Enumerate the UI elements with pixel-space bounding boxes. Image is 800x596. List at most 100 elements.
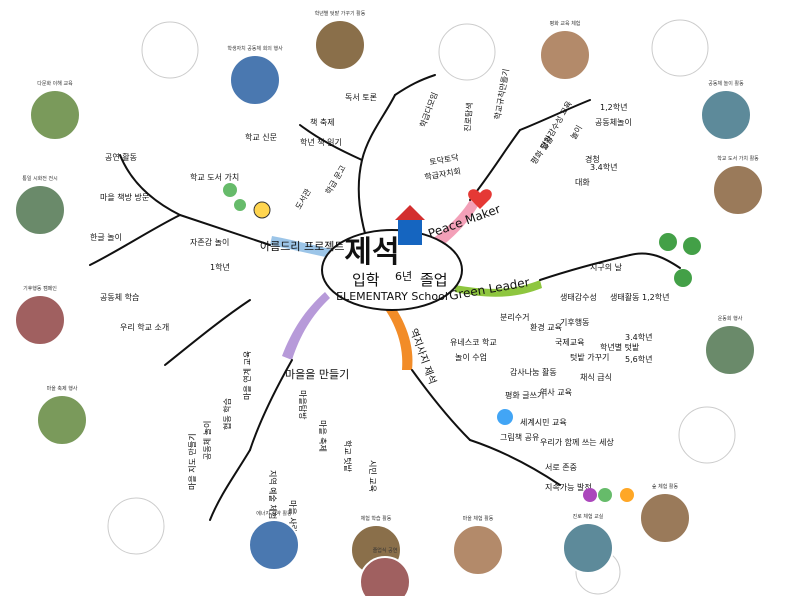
leaf-label: 5,6학년: [625, 354, 652, 364]
empty-slot: [438, 23, 496, 81]
photo-caption: 숲 체험 활동: [652, 483, 679, 490]
trunk: [179, 214, 271, 246]
leaf-label: 한글 놀이: [90, 232, 122, 242]
activity-photo: [562, 522, 614, 574]
school-building-icon: [398, 220, 422, 245]
decorations: [223, 183, 701, 502]
activity-photo: [704, 324, 756, 376]
tree-icon: [674, 269, 692, 287]
activity-photo: [452, 524, 504, 576]
leaf-label: 학급다모임: [417, 91, 439, 129]
trunk: [629, 252, 681, 269]
leaf-label: 분리수거: [500, 313, 529, 322]
leaf-label: 도서관: [293, 186, 313, 211]
tree-icon: [683, 237, 701, 255]
purple-band: [282, 292, 330, 360]
trunk: [539, 254, 631, 281]
leaf-label: 경청: [585, 154, 600, 164]
central-node: 제석 입학 6년 졸업 ELEMENTARY School: [321, 205, 463, 311]
leaf-label: 서로 존중: [545, 463, 577, 472]
trunk: [299, 124, 363, 161]
activity-photo: [36, 394, 88, 446]
leaf-label: 세계시민 교육: [520, 417, 567, 427]
leaf-label: 지구의 날: [590, 262, 623, 272]
leaf-label: 학년 책 읽기: [300, 137, 342, 147]
leaf-label: 지역 예술 체험: [268, 470, 278, 519]
trunk: [519, 99, 591, 131]
empty-slot: [107, 497, 165, 555]
empty-slot: [651, 19, 709, 77]
trunk: [249, 359, 293, 451]
leaf-label: 놀이: [568, 123, 584, 141]
leaf-label: 평화 글쓰기: [505, 390, 544, 400]
lightbulb-icon: [253, 201, 271, 219]
photo-caption: 마을 축제 행사: [47, 385, 78, 392]
photo-caption: 학교 도서 가치 활동: [717, 155, 759, 162]
leaf-label: 환경 교육: [530, 322, 562, 332]
branch-label-purple: 마을을 만들기: [285, 368, 349, 381]
leaf-label: 평화감수성 교육: [538, 99, 574, 151]
leaf-label: 학교규칙만들기: [492, 68, 511, 120]
photo-caption: 마을 체험 활동: [463, 515, 494, 522]
photo-caption: 에너지 절약 활동: [256, 510, 292, 517]
trunk: [411, 369, 471, 441]
leaf-label: 1학년: [210, 262, 230, 272]
leaf-label: 마을 책방 방문: [100, 192, 149, 202]
leaf-label: 마을 축제: [318, 420, 327, 452]
leaf-label: 학교 텃밭: [343, 440, 353, 473]
activity-photo: [14, 294, 66, 346]
school-roof-icon: [395, 205, 425, 220]
trunk: [89, 214, 181, 266]
photo-caption: 기후행동 캠페인: [23, 285, 57, 292]
activity-photo: [229, 54, 281, 106]
leaf-label: 공동체 학습: [100, 292, 139, 302]
activity-photo: [29, 89, 81, 141]
trunk: [394, 74, 436, 96]
leaf-label: 독서 토론: [345, 93, 377, 102]
photo-caption: 학년별 텃밭 가꾸기 활동: [315, 10, 366, 17]
empty-photo-slots: [107, 19, 736, 595]
puzzle-icon: [497, 409, 513, 425]
center-title: 제석: [344, 235, 399, 270]
empty-slot: [678, 406, 736, 464]
photo-caption: 운동회 행사: [718, 315, 743, 322]
leaf-label: 협동 학습: [222, 398, 232, 430]
leaf-label: 진로탐색: [462, 102, 475, 132]
empty-slot: [141, 21, 199, 79]
leaf-label: 공동체 놀이: [202, 421, 212, 460]
people-icon: [620, 488, 634, 502]
leaf-label: 감사나눔 활동: [510, 367, 557, 377]
leaf-label: 대화: [575, 178, 590, 187]
leaf-label: 토닥토닥: [429, 152, 460, 167]
leaf-label: 자존감 놀이: [190, 237, 229, 247]
trunk: [119, 154, 181, 216]
leaf-label: 우리가 함께 쓰는 세상: [540, 437, 615, 447]
leaf-label: 공연 활동: [105, 152, 137, 162]
activity-photo: [359, 556, 411, 596]
leaf-label: 마을 연계 교육: [242, 351, 252, 400]
leaf-label: 마을 지도 만들기: [188, 433, 197, 490]
branch-trunks: [89, 74, 681, 521]
blue-band: [270, 236, 345, 260]
people-icon: [583, 488, 597, 502]
photo-caption: 공동체 놀이 활동: [708, 80, 744, 87]
leaf-label: 역사 교육: [540, 387, 572, 397]
activity-photo: [700, 89, 752, 141]
photo-caption: 다문화 이해 교육: [37, 80, 73, 87]
plant-icon: [234, 199, 246, 211]
photo-caption: 졸업식 공연: [373, 547, 398, 554]
leaf-label: 채식 급식: [580, 372, 612, 382]
trunk: [469, 129, 521, 201]
leaf-label: 학교 신문: [245, 132, 277, 142]
leaf-label: 우리 학교 소개: [120, 322, 169, 332]
trunk: [469, 439, 561, 486]
branch-label-blue: 아름드리 프로젝트: [260, 240, 344, 253]
center-subtitle-right: 졸업: [420, 271, 448, 289]
leaf-label: 학급 문고: [323, 163, 348, 196]
leaf-label: 시민 교육: [368, 460, 378, 492]
activity-photo: [248, 519, 300, 571]
